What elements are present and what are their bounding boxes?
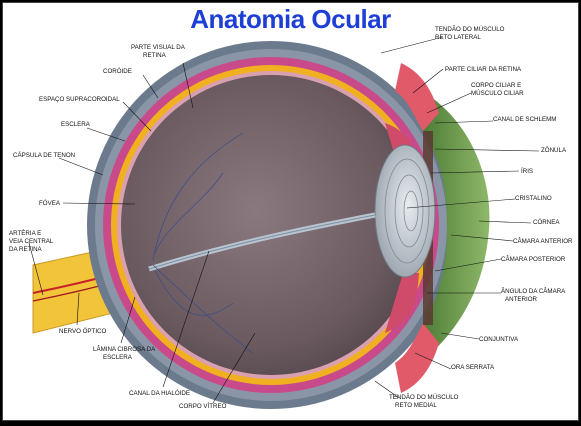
eye-diagram: TENDÃO DO MÚSCULO RETO LATERAL PARTE VIS… bbox=[9, 26, 573, 410]
label-tendao-medial-2: RETO MEDIAL bbox=[395, 402, 437, 409]
label-coroide: CORÓIDE bbox=[103, 68, 132, 75]
label-lamina-2: ESCLERA bbox=[103, 354, 133, 361]
retinal-vessels bbox=[152, 132, 254, 354]
diagram-title: Anatomia Ocular bbox=[190, 4, 391, 34]
label-cristalino: CRISTALINO bbox=[515, 195, 552, 202]
label-espaco-supracoroidal: ESPAÇO SUPRACOROIDAL bbox=[39, 96, 120, 103]
label-nervo-optico: NERVO ÓPTICO bbox=[59, 328, 107, 335]
label-angulo: ÂNGULO DA CÂMARA bbox=[501, 288, 566, 295]
label-camara-posterior: CÂMARA POSTERIOR bbox=[501, 256, 566, 263]
lens bbox=[374, 144, 436, 278]
label-lamina: LÂMINA CIBROSA DA bbox=[93, 346, 156, 353]
label-parte-visual-2: RETINA bbox=[143, 52, 167, 59]
label-conjuntiva: CONJUNTIVA bbox=[479, 336, 519, 343]
label-tendao-lateral: TENDÃO DO MÚSCULO bbox=[435, 26, 505, 33]
labels: TENDÃO DO MÚSCULO RETO LATERAL PARTE VIS… bbox=[9, 26, 573, 410]
label-ora-serrata: ORA SERRATA bbox=[451, 364, 495, 371]
label-corpo-ciliar-2: MÚSCULO CILIAR bbox=[471, 90, 524, 97]
label-tendao-medial: TENDÃO DO MÚSCULO bbox=[389, 394, 459, 401]
label-camara-anterior: CÂMARA ANTERIOR bbox=[513, 238, 573, 245]
label-cornea: CÓRNEA bbox=[533, 219, 560, 226]
vitreous-body bbox=[121, 75, 421, 375]
label-corpo-vitreo: CORPO VÍTREO bbox=[179, 403, 227, 410]
label-leaders bbox=[28, 36, 540, 404]
label-zonula: ZÔNULA bbox=[541, 147, 567, 154]
label-arteria-2: VEIA CENTRAL bbox=[9, 238, 54, 245]
label-arteria-3: DA RETINA bbox=[9, 246, 43, 253]
label-esclera: ESCLERA bbox=[61, 121, 91, 128]
label-capsula-tenon: CÁPSULA DE TENON bbox=[13, 152, 75, 159]
label-tendao-lateral-2: RETO LATERAL bbox=[435, 34, 481, 41]
label-canal-schlemm: CANAL DE SCHLEMM bbox=[493, 116, 556, 123]
label-angulo-2: ANTERIOR bbox=[505, 296, 538, 303]
cornea bbox=[407, 83, 490, 373]
label-arteria: ARTÉRIA E bbox=[9, 230, 41, 237]
label-corpo-ciliar: CORPO CILIAR E bbox=[471, 82, 521, 89]
diagram-frame: Anatomia Ocular bbox=[3, 3, 578, 420]
label-parte-visual: PARTE VISUAL DA bbox=[131, 44, 186, 51]
label-canal-hialoide: CANAL DA HIALÓIDE bbox=[129, 390, 190, 397]
label-iris: ÍRIS bbox=[521, 168, 533, 175]
label-fovea: FÓVEA bbox=[39, 200, 61, 207]
label-parte-ciliar: PARTE CILIAR DA RETINA bbox=[445, 66, 522, 73]
